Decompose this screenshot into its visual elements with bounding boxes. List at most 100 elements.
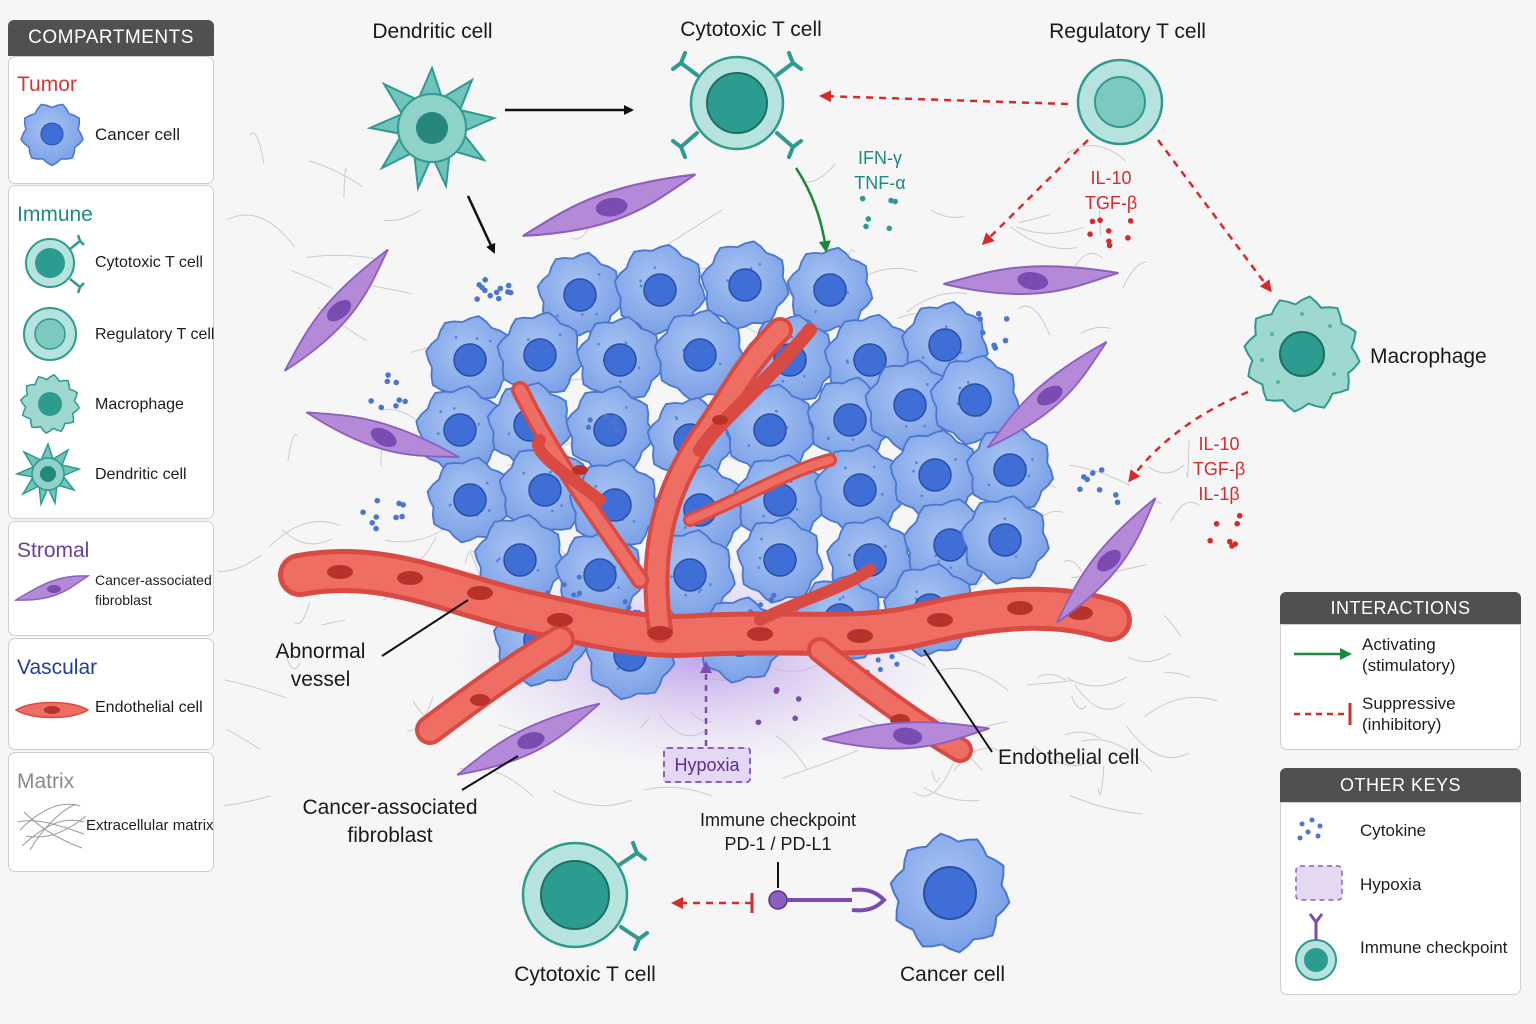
legend-item-cancer-cell: Cancer cell: [95, 125, 181, 144]
label-abnormal-vessel: Abnormal vessel: [275, 640, 366, 691]
label-endothelial-cell: Endothelial cell: [998, 746, 1140, 769]
other-keys-header: OTHER KEYS: [1280, 768, 1521, 802]
endothelial-cell-icon: [14, 701, 90, 719]
macrophage: [1243, 295, 1361, 413]
hypoxia-key-label: Hypoxia: [1360, 875, 1422, 894]
tumor-cell: [814, 444, 906, 536]
arrow-macrophage-suppress: [1128, 390, 1249, 483]
treg-cytokine-label: IL-10 TGF-β: [1084, 168, 1138, 213]
label-fibroblast: Cancer-associated fibroblast: [302, 796, 478, 847]
tumor-cell: [536, 251, 624, 339]
legend-item-macrophage: Macrophage: [95, 396, 184, 413]
ctl-cytokine-label: IFN-γ TNF-α: [854, 148, 906, 193]
cytokine-icon: [1297, 817, 1323, 841]
activating-arrow-icon: [1294, 648, 1352, 660]
cancer-cell-icon: [20, 103, 84, 167]
bottom-cytotoxic-t-cell: [521, 841, 649, 951]
tumor-cell: [700, 240, 790, 330]
other-key-icons: [1295, 817, 1343, 981]
label-dendritic-cell: Dendritic cell: [372, 20, 493, 43]
fibroblast: [986, 341, 1108, 449]
regulatory-t-cell-icon: [23, 307, 77, 361]
legend-group-stromal: Stromal: [17, 539, 90, 562]
label-macrophage: Macrophage: [1370, 345, 1487, 368]
legend-vascular-panel: [8, 638, 214, 750]
activating-label: Activating (stimulatory): [1362, 635, 1456, 675]
legend-item-endothelial-cell: Endothelial cell: [95, 699, 203, 716]
tumor-cell: [576, 316, 664, 404]
fibroblast-icon: [13, 575, 91, 601]
tumor-cell: [786, 246, 874, 334]
tumor-cell: [415, 385, 505, 475]
macrophage-cytokine-label: IL-10 TGF-β IL-1β: [1192, 434, 1246, 504]
pointer-endothelial-cell: [923, 649, 993, 753]
tumor-cell: [736, 516, 824, 604]
suppressive-label: Suppressive (inhibitory): [1362, 694, 1456, 734]
legend-icons: [13, 103, 91, 851]
pointer-abnormal-vessel: [381, 599, 469, 657]
fibroblast: [1055, 497, 1157, 624]
fibroblast: [522, 173, 696, 237]
tumor-cell: [426, 456, 514, 544]
legend-item-regulatory-t-cell: Regulatory T cell: [95, 326, 215, 343]
matrix-icon: [17, 803, 87, 851]
tumor-cell: [734, 454, 826, 546]
tumor-cell: [929, 354, 1021, 446]
tumor-cell: [613, 243, 707, 337]
fibroblast: [456, 702, 601, 776]
label-regulatory-t-cell: Regulatory T cell: [1049, 20, 1206, 43]
legend-group-tumor: Tumor: [17, 73, 77, 96]
arrow-treg-to-macrophage: [1156, 139, 1272, 293]
tumor-cell: [889, 429, 981, 521]
legend-group-immune: Immune: [17, 203, 93, 226]
tumor-cell: [965, 425, 1055, 515]
tumor-cell: [960, 495, 1050, 585]
tumor-cell: [425, 315, 515, 405]
legend-item-fibroblast: Cancer-associated fibroblast: [95, 572, 212, 608]
legend-item-matrix: Extracellular matrix: [86, 817, 214, 834]
interactions-panel: [1280, 624, 1521, 750]
suppressive-bar-icon: [1294, 703, 1352, 725]
tumor-cell: [496, 311, 584, 399]
interaction-icons: [1294, 648, 1352, 725]
fibroblast: [283, 248, 389, 372]
tumor-cell: [565, 385, 655, 475]
bottom-cancer-cell: [889, 832, 1011, 954]
legend-item-dendritic-cell: Dendritic cell: [95, 466, 187, 483]
pd1-pdl1-complex: [768, 887, 887, 913]
interactions-header: INTERACTIONS: [1280, 592, 1521, 624]
macrophage-icon: [19, 373, 81, 435]
tumor-cell: [864, 359, 956, 451]
label-cytotoxic-t-cell: Cytotoxic T cell: [680, 18, 822, 41]
legend-stromal-panel: [8, 521, 214, 636]
arrow-dc-to-tumor: [466, 195, 496, 254]
immune-checkpoint-icon: [1295, 913, 1337, 981]
legend-item-cytotoxic-t-cell: Cytotoxic T cell: [95, 254, 203, 271]
tumor-cell: [654, 309, 746, 401]
compartments-header: COMPARTMENTS: [8, 20, 214, 56]
regulatory-t-cell: [1076, 58, 1164, 146]
hypoxia-label-box: Hypoxia: [663, 747, 751, 783]
cytotoxic-t-cell-icon: [25, 234, 85, 294]
legend-group-vascular: Vascular: [17, 656, 98, 679]
hypoxia-icon: [1295, 865, 1343, 901]
label-bottom-cancer-cell: Cancer cell: [899, 963, 1006, 986]
cytokine-clusters: [360, 195, 1243, 726]
dendritic-cell-icon: [14, 441, 82, 507]
cytokine-key-label: Cytokine: [1360, 821, 1427, 840]
cytotoxic-t-cell: [671, 51, 803, 159]
legend-group-matrix: Matrix: [17, 770, 75, 793]
arrow-treg-suppress-ctl: [819, 90, 1069, 106]
pointer-fibroblast: [461, 755, 519, 791]
fibroblast: [943, 265, 1119, 295]
label-immune-checkpoint: Immune checkpoint PD-1 / PD-L1: [699, 810, 857, 854]
label-bottom-t-cell: Cytotoxic T cell: [514, 963, 656, 986]
fibroblast: [305, 411, 460, 459]
fibroblasts: [283, 173, 1157, 776]
arrow-treg-suppress-tumor: [981, 139, 1089, 246]
immune-checkpoint-key-label: Immune checkpoint: [1360, 938, 1508, 957]
arrow-ctl-activate-tumor: [794, 167, 831, 253]
dendritic-cell: [366, 65, 498, 192]
fibroblast: [822, 721, 990, 750]
